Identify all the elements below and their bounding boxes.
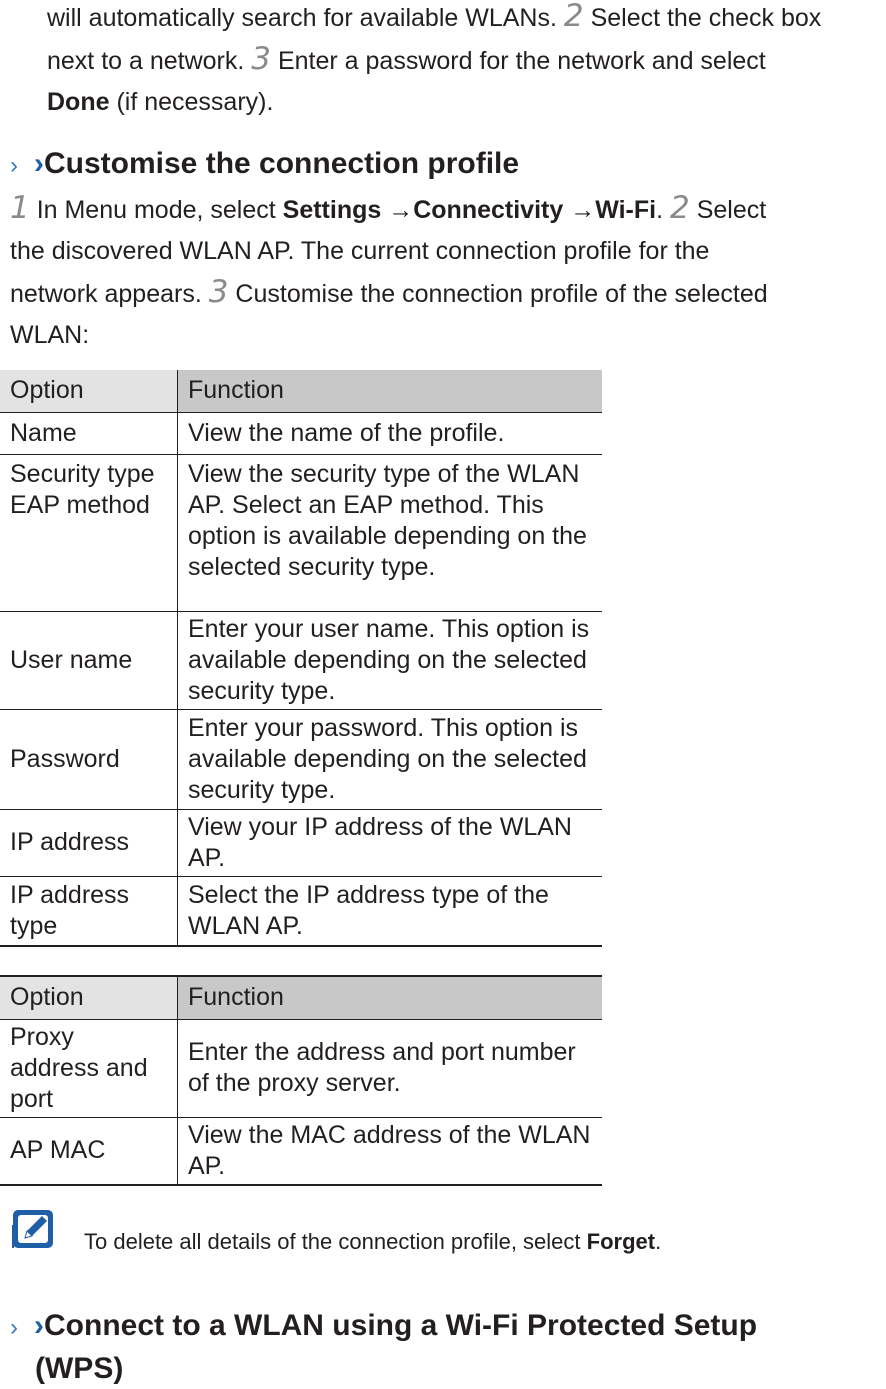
step-number-1: 1: [10, 190, 30, 226]
function-cell: View the security type of the WLAN AP. S…: [177, 454, 602, 612]
function-cell: View your IP address of the WLAN AP.: [177, 809, 602, 877]
note-pencil-icon: [12, 1210, 53, 1248]
table-row: IP address View your IP address of the W…: [0, 809, 602, 877]
intro-line1b: Select the check box: [590, 4, 822, 32]
option-cell: Name: [0, 412, 178, 455]
note-body: To delete all details of the connection …: [84, 1229, 581, 1254]
section-title: Customise the connection profile: [44, 147, 520, 180]
intro-line1: will automatically search for available …: [47, 4, 557, 32]
function-cell: View the MAC address of the WLAN AP.: [177, 1117, 602, 1186]
table-header-row: Option Function: [0, 976, 602, 1020]
option-cell: User name: [0, 611, 178, 710]
arrow-right-icon: →: [570, 196, 596, 224]
period: .: [656, 196, 664, 224]
section-title-line1: Connect to a WLAN using a Wi-Fi Protecte…: [44, 1309, 758, 1342]
function-cell: Enter the address and port number of the…: [177, 1019, 602, 1118]
steps-text-3b: WLAN:: [10, 321, 90, 349]
section-title-line2: (WPS): [35, 1352, 124, 1385]
table-row: IP address type Select the IP address ty…: [0, 876, 602, 947]
intro-paragraph: will automatically search for available …: [47, 0, 886, 123]
function-cell: View the name of the profile.: [177, 412, 602, 455]
done-label: Done: [47, 88, 110, 116]
steps-text-3a: Customise the connection profile of the …: [235, 280, 768, 308]
function-cell: Select the IP address type of the WLAN A…: [177, 876, 602, 947]
chevron-right-blue-icon: ›: [34, 1309, 44, 1342]
option-cell: Security type EAP method: [0, 454, 178, 612]
intro-line3b: (if necessary).: [116, 88, 274, 116]
settings-label: Settings: [282, 196, 382, 224]
arrow-right-icon: →: [388, 196, 414, 224]
step-number-2: 2: [670, 190, 690, 226]
steps-paragraph: 1 In Menu mode, select Settings →Connect…: [10, 188, 870, 356]
table-row: User name Enter your user name. This opt…: [0, 611, 602, 710]
table-row: Security type EAP method View the securi…: [0, 454, 602, 612]
header-option: Option: [0, 370, 178, 413]
step-number-3: 3: [251, 41, 272, 77]
table-row: Name View the name of the profile.: [0, 412, 602, 455]
note-text: To delete all details of the connection …: [84, 1225, 661, 1259]
option-cell: IP address: [0, 809, 178, 877]
steps-text-1: In Menu mode, select: [36, 196, 276, 224]
function-cell: Enter your user name. This option is ava…: [177, 611, 602, 710]
steps-text-2a: Select: [696, 196, 767, 224]
section-heading-wps: ››Connect to a WLAN using a Wi-Fi Protec…: [10, 1305, 880, 1389]
option-cell: Password: [0, 709, 178, 810]
header-option: Option: [0, 976, 178, 1020]
function-cell: Enter your password. This option is avai…: [177, 709, 602, 810]
chevron-right-icon: ›: [10, 1314, 18, 1341]
header-function: Function: [177, 370, 602, 413]
table-row: Password Enter your password. This optio…: [0, 709, 602, 810]
wifi-label: Wi-Fi: [595, 196, 657, 224]
intro-line2b: Enter a password for the network and sel…: [277, 47, 766, 75]
steps-text-2b: the discovered WLAN AP. The current conn…: [10, 237, 710, 265]
header-function: Function: [177, 976, 602, 1020]
table-header-row: Option Function: [0, 370, 602, 413]
table-row: AP MAC View the MAC address of the WLAN …: [0, 1117, 602, 1186]
chevron-right-icon: ›: [10, 152, 18, 179]
option-cell: Proxy address and port: [0, 1019, 178, 1118]
section-heading-customise: ››Customise the connection profile: [10, 143, 519, 186]
chevron-right-blue-icon: ›: [34, 147, 44, 180]
options-table-2: Option Function Proxy address and port E…: [0, 975, 602, 1186]
connectivity-label: Connectivity: [413, 196, 564, 224]
table-row: Proxy address and port Enter the address…: [0, 1019, 602, 1118]
option-cell: IP address type: [0, 876, 178, 947]
option-cell: AP MAC: [0, 1117, 178, 1186]
note-period: .: [655, 1229, 662, 1254]
step-number-3: 3: [208, 274, 229, 310]
steps-text-2c: network appears.: [10, 280, 202, 308]
step-number-2: 2: [563, 0, 584, 34]
intro-line2: next to a network.: [47, 47, 245, 75]
options-table-1: Option Function Name View the name of th…: [0, 370, 602, 947]
forget-label: Forget: [586, 1229, 656, 1254]
